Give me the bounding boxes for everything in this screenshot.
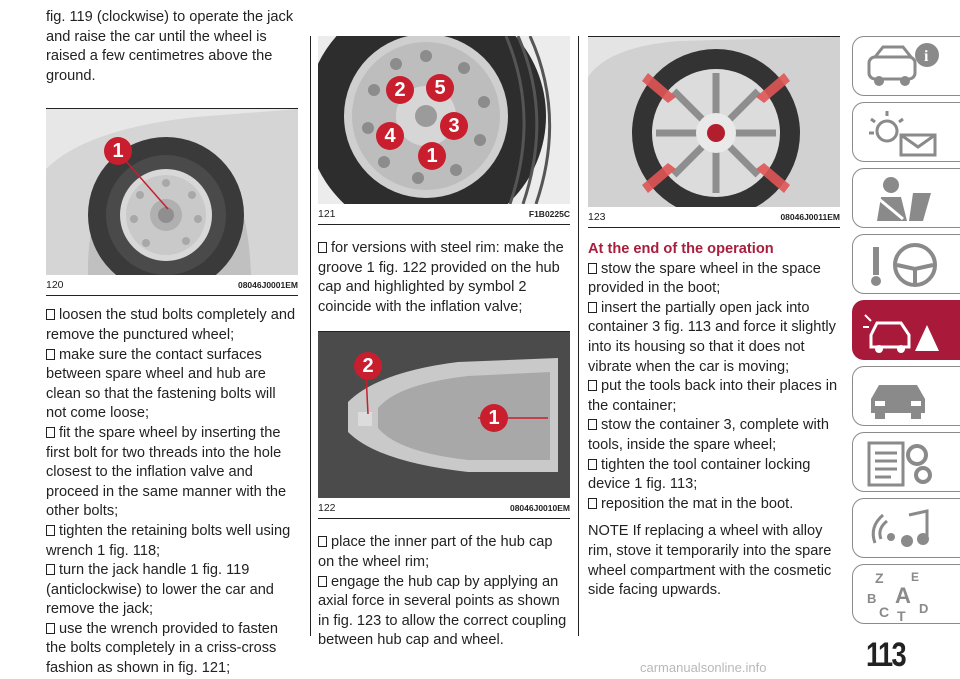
- checkbox-bullet-icon: [588, 301, 597, 313]
- section-heading: At the end of the operation: [588, 241, 774, 257]
- callout-badge-3: 3: [440, 112, 468, 140]
- checkbox-bullet-icon: [46, 426, 55, 438]
- list-item: for versions with steel rim: make the gr…: [318, 240, 564, 315]
- figure-number: 120: [46, 279, 64, 292]
- index-letter: C: [879, 604, 889, 620]
- figure-123-caption: 123 08046J0011EM: [588, 207, 840, 228]
- tab-emergency[interactable]: [852, 300, 960, 360]
- figure-code: 08046J0011EM: [780, 212, 840, 222]
- figure-123: [588, 36, 840, 207]
- callout-badge-5: 5: [426, 74, 454, 102]
- callout-badge-1: 1: [418, 142, 446, 170]
- column-1: fig. 119 (clockwise) to operate the jack…: [46, 0, 298, 679]
- checkbox-bullet-icon: [588, 497, 597, 509]
- checkbox-bullet-icon: [46, 622, 55, 634]
- callout-badge-2: 2: [354, 352, 382, 381]
- list-item: engage the hub cap by applying an axial …: [318, 573, 567, 649]
- multimedia-icon: [871, 509, 929, 547]
- index-icon: Z E B A C D T: [867, 570, 928, 621]
- checkbox-bullet-icon: [318, 242, 327, 253]
- bullet-list: place the inner part of the hub cap on t…: [318, 533, 570, 651]
- index-letter: T: [897, 608, 906, 621]
- note-paragraph: NOTE If replacing a wheel with alloy rim…: [588, 523, 832, 599]
- figure-code: 08046J0010EM: [509, 503, 570, 514]
- svg-text:i: i: [924, 48, 929, 65]
- car-maintenance-icon: [871, 385, 925, 419]
- column-3: 123 08046J0011EM At the end of the opera…: [588, 0, 840, 601]
- tab-maintenance[interactable]: [852, 366, 960, 426]
- tab-warning-lights[interactable]: [852, 102, 960, 162]
- safety-seatbelt-icon: [877, 177, 931, 221]
- checkbox-bullet-icon: [588, 262, 597, 274]
- list-item: turn the jack handle 1 fig. 119 (anticlo…: [46, 562, 274, 618]
- figure-number: 123: [588, 211, 606, 223]
- figure-121: 2 5 3 4 1: [318, 36, 570, 204]
- intro-paragraph: fig. 119 (clockwise) to operate the jack…: [46, 9, 294, 84]
- index-letter: Z: [875, 570, 884, 586]
- technical-data-icon: [867, 441, 932, 487]
- column-2: 2 5 3 4 1 121 F1B0225C for versions with…: [318, 0, 570, 651]
- warning-lights-icon: [869, 111, 937, 157]
- car-info-icon: i: [867, 43, 939, 86]
- checkbox-bullet-icon: [318, 536, 327, 548]
- figure-123-illustration: [588, 37, 840, 207]
- tab-car-info[interactable]: i: [852, 36, 960, 96]
- checkbox-bullet-icon: [588, 380, 597, 392]
- checkbox-bullet-icon: [46, 309, 55, 321]
- list-item: stow the spare wheel in the space provid…: [588, 260, 821, 297]
- list-item: put the tools back into their places in …: [588, 378, 838, 414]
- checkbox-bullet-icon: [46, 524, 55, 536]
- tab-technical-data[interactable]: [852, 432, 960, 492]
- figure-120-illustration: [46, 109, 298, 276]
- list-item: insert the partially open jack into cont…: [588, 299, 836, 375]
- list-item: reposition the mat in the boot.: [588, 495, 840, 515]
- checkbox-bullet-icon: [588, 419, 597, 431]
- checkbox-bullet-icon: [46, 564, 55, 576]
- figure-122: 2 1: [318, 331, 570, 499]
- callout-badge-2: 2: [386, 76, 414, 104]
- figure-number: 121: [318, 208, 336, 220]
- figure-number: 122: [318, 502, 336, 515]
- figure-122-caption: 122 08046J0010EM: [318, 498, 570, 520]
- watermark: carmanualsonline.info: [640, 660, 767, 675]
- bullet-list: loosen the stud bolts completely and rem…: [46, 306, 298, 678]
- index-letter: B: [867, 591, 876, 606]
- checkbox-bullet-icon: [318, 575, 327, 587]
- index-letter: E: [911, 570, 919, 584]
- list-item: make sure the contact surfaces between s…: [46, 346, 276, 422]
- index-letter: A: [895, 583, 911, 608]
- list-item: use the wrench provided to fasten the bo…: [46, 620, 279, 677]
- steering-wheel-icon: [871, 243, 937, 287]
- figure-120-caption: 120 08046J0001EM: [46, 275, 298, 297]
- figure-121-caption: 121 F1B0225C: [318, 204, 570, 225]
- list-item: tighten the retaining bolts well using w…: [46, 522, 291, 559]
- tab-safety[interactable]: [852, 168, 960, 228]
- list-item: fit the spare wheel by inserting the fir…: [46, 424, 287, 520]
- figure-121-illustration: [318, 36, 570, 204]
- list-item: tighten the tool container locking devic…: [588, 456, 811, 493]
- column-divider: [310, 36, 311, 636]
- index-letter: D: [919, 601, 928, 616]
- tab-starting-driving[interactable]: [852, 234, 960, 294]
- figure-code: F1B0225C: [528, 209, 570, 219]
- bullet-list: stow the spare wheel in the space provid…: [588, 260, 840, 515]
- list-item: stow the container 3, complete with tool…: [588, 417, 829, 453]
- callout-badge-4: 4: [376, 122, 404, 150]
- figure-code: 08046J0001EM: [237, 280, 298, 291]
- page-number: 113: [866, 636, 907, 674]
- checkbox-bullet-icon: [588, 458, 597, 470]
- figure-120: 1: [46, 108, 298, 276]
- checkbox-bullet-icon: [46, 348, 55, 360]
- tab-index[interactable]: Z E B A C D T: [852, 564, 960, 624]
- list-item: place the inner part of the hub cap on t…: [318, 534, 553, 570]
- callout-badge: 1: [104, 137, 132, 166]
- tab-multimedia[interactable]: [852, 498, 960, 558]
- column-divider: [578, 36, 579, 636]
- emergency-icon: [863, 314, 939, 353]
- list-item: loosen the stud bolts completely and rem…: [46, 307, 296, 343]
- callout-badge-1: 1: [480, 404, 508, 433]
